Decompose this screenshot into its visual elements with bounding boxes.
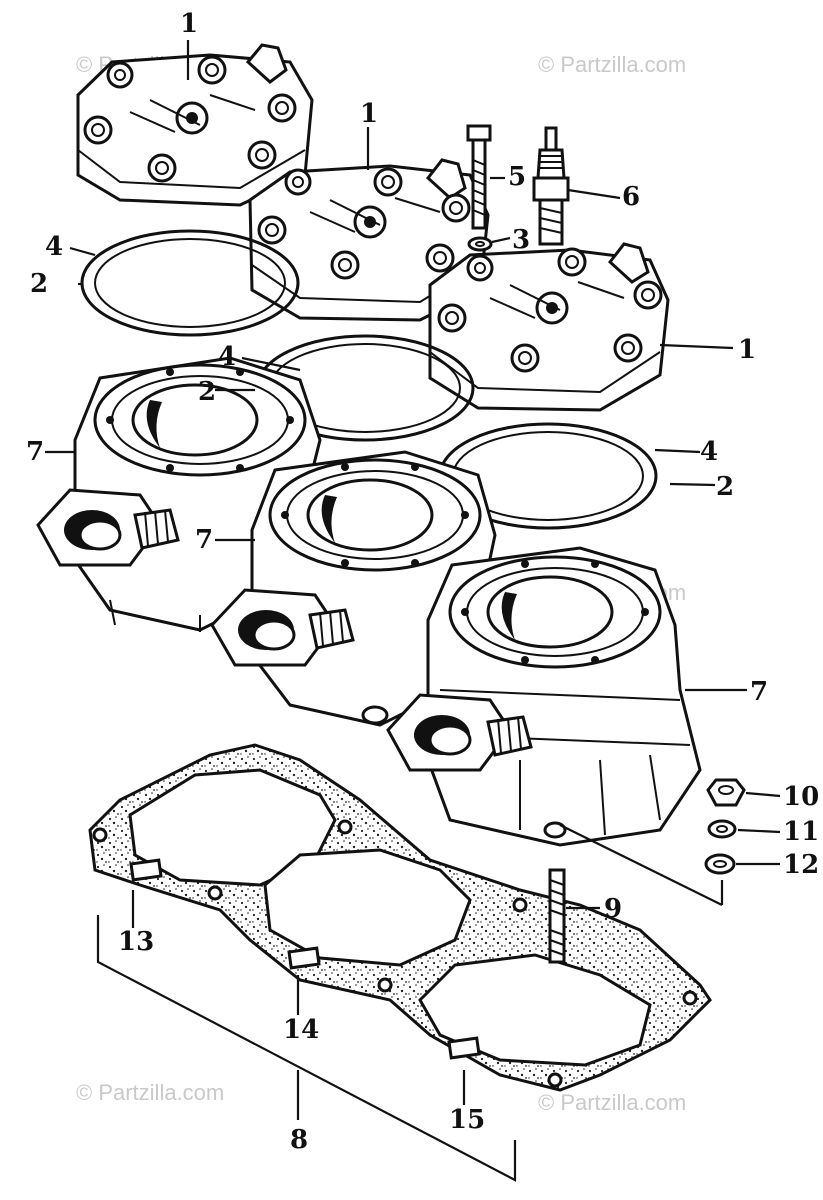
lock-washer-part-11: [707, 819, 737, 839]
callout-12: 12: [783, 850, 819, 880]
callout-7: 7: [26, 437, 44, 467]
callout-7: 7: [195, 525, 213, 555]
washer-part-3: [467, 236, 493, 252]
callout-4: 4: [45, 232, 63, 262]
callout-4: 4: [700, 437, 718, 467]
callout-9: 9: [604, 894, 622, 924]
stud-part-9: [548, 868, 566, 964]
callout-11: 11: [783, 817, 819, 847]
cylinder-head-right: [428, 242, 670, 412]
callout-14: 14: [283, 1015, 319, 1045]
callout-15: 15: [449, 1105, 485, 1135]
nut-part-10: [706, 778, 746, 807]
watermark-text: © Partzilla.com: [538, 1090, 686, 1115]
callout-5: 5: [508, 162, 526, 192]
callout-3: 3: [512, 225, 530, 255]
leader-lines: [45, 40, 781, 1182]
cylinder-head-middle: [248, 158, 490, 322]
callout-10: 10: [783, 782, 819, 812]
flat-washer-part-12: [704, 853, 736, 875]
bolt-part-5: [466, 124, 492, 230]
watermark-text: © Partzilla.com: [76, 1080, 224, 1105]
cylinder-head-left: [76, 43, 314, 207]
watermarks: © Partzilla.com © Partzilla.com © Partzi…: [76, 52, 686, 1115]
callout-1: 1: [180, 9, 198, 39]
callout-1: 1: [738, 335, 756, 365]
callout-2: 2: [716, 472, 734, 502]
cylinder-right: [386, 546, 702, 847]
callout-8: 8: [290, 1125, 308, 1155]
callout-7: 7: [750, 677, 768, 707]
callout-13: 13: [118, 927, 154, 957]
callout-6: 6: [622, 182, 640, 212]
watermark-text: © Partzilla.com: [538, 52, 686, 77]
spark-plug-part-6: [532, 126, 570, 246]
callout-2: 2: [198, 377, 216, 407]
callout-4: 4: [218, 342, 236, 372]
base-gasket-set: [88, 743, 712, 1092]
callout-2: 2: [30, 269, 48, 299]
callout-1: 1: [360, 99, 378, 129]
callout-numbers: 1 1 1 2 2 2 3 4 4 4 5 6 7 7 7 8 9 10 11 …: [26, 9, 819, 1155]
